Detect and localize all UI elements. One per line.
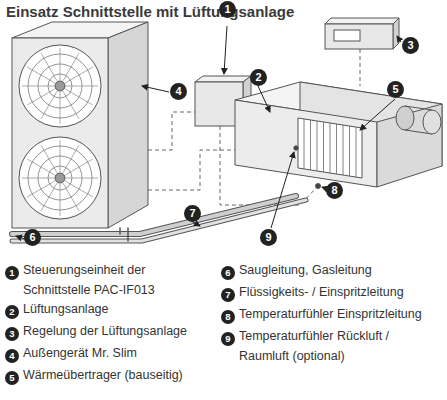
legend-number: 9	[221, 332, 235, 346]
legend-text: Regelung der Lüftungsanlage	[23, 321, 187, 341]
legend-text: Temperaturfühler Einspritzleitung	[239, 304, 422, 324]
callout-number: 8	[326, 182, 343, 199]
title: Einsatz Schnittstelle mit Lüftungsanlage	[6, 3, 294, 20]
callout-number: 5	[387, 81, 404, 98]
legend-number: 8	[221, 310, 235, 324]
callout-number: 4	[170, 83, 187, 100]
legend-text: Lüftungsanlage	[23, 299, 109, 319]
callout-number: 1	[219, 1, 236, 18]
callout-number: 7	[184, 205, 201, 222]
legend-text: Temperaturfühler Rückluft / Raumluft (op…	[239, 326, 414, 366]
legend-text: Wärmeübertrager (bauseitig)	[23, 365, 183, 385]
ventilation-controller	[325, 18, 399, 49]
callout-number: 6	[24, 229, 41, 246]
legend-text: Saugleitung, Gasleitung	[239, 260, 372, 280]
outdoor-unit	[12, 22, 148, 228]
legend-number: 6	[221, 266, 235, 280]
callout-number: 9	[260, 229, 277, 246]
legend-text: Außengerät Mr. Slim	[23, 343, 137, 363]
legend-number: 3	[5, 327, 19, 341]
legend-text: Flüssigkeits- / Einspritzleitung	[239, 282, 404, 302]
legend-number: 4	[5, 349, 19, 363]
legend-number: 5	[5, 371, 19, 385]
legend-number: 1	[5, 266, 19, 280]
legend-number: 7	[221, 288, 235, 302]
ventilation-duct	[235, 82, 442, 189]
legend-number: 2	[5, 305, 19, 319]
callout-number: 2	[250, 69, 267, 86]
legend-text: Steuerungseinheit der Schnittstelle PAC-…	[23, 260, 178, 300]
leader-line	[16, 26, 401, 240]
callout-number: 3	[402, 37, 419, 54]
